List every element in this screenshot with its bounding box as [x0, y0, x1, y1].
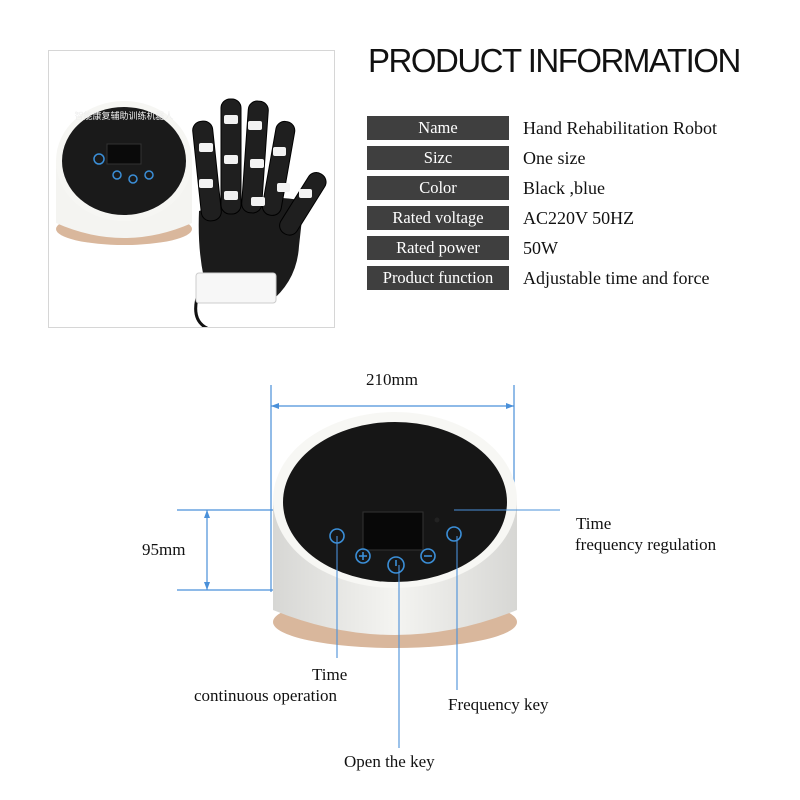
- spec-key-rated-voltage: Rated voltage: [367, 206, 509, 230]
- spec-value-rated-power: 50W: [523, 238, 558, 258]
- width-dimension-label: 210mm: [366, 370, 418, 389]
- plus-icon: [112, 170, 122, 180]
- spec-key-color: Color: [367, 176, 509, 200]
- plus-icon: [355, 548, 371, 564]
- spec-row: Sizc One size: [367, 146, 787, 170]
- minus-icon: [420, 548, 436, 564]
- callout-open-key: Open the key: [344, 752, 435, 771]
- spec-key-rated-power: Rated power: [367, 236, 509, 260]
- robot-glove-illustration: 智能康复辅助训练机器人: [56, 98, 327, 327]
- spec-row: Color Black ,blue: [367, 176, 787, 200]
- device-diagram: 210mm 95mm Time frequency regulation Tim…: [0, 360, 800, 800]
- spec-value-name: Hand Rehabilitation Robot: [523, 118, 717, 138]
- spec-row: Name Hand Rehabilitation Robot: [367, 116, 787, 140]
- spec-value-color: Black ,blue: [523, 178, 605, 198]
- spec-key-size: Sizc: [367, 146, 509, 170]
- spec-row: Rated voltage AC220V 50HZ: [367, 206, 787, 230]
- timer-icon: [93, 153, 105, 165]
- spec-value-product-function: Adjustable time and force: [523, 268, 710, 288]
- power-icon: [128, 174, 138, 184]
- spec-value-size: One size: [523, 148, 586, 168]
- spec-value-rated-voltage: AC220V 50HZ: [523, 208, 635, 228]
- spec-row: Rated power 50W: [367, 236, 787, 260]
- callout-time-continuous-desc: continuous operation: [194, 686, 338, 705]
- page-title: PRODUCT INFORMATION: [368, 42, 741, 79]
- callout-time-frequency-desc: frequency regulation: [575, 535, 717, 554]
- spec-key-product-function: Product function: [367, 266, 509, 290]
- device-screen-label: 智能康复辅助训练机器人: [74, 110, 173, 122]
- callout-time-continuous-title: Time: [312, 665, 348, 684]
- minus-icon: [144, 170, 154, 180]
- spec-row: Product function Adjustable time and for…: [367, 266, 787, 290]
- height-dimension-label: 95mm: [142, 540, 186, 559]
- callout-frequency-key: Frequency key: [448, 695, 549, 714]
- product-photo: 智能康复辅助训练机器人: [48, 50, 335, 328]
- power-icon: [387, 556, 405, 574]
- lcd-screen: [362, 511, 424, 551]
- device-illustration: [177, 385, 560, 748]
- frequency-icon: [446, 526, 462, 542]
- spec-table: Name Hand Rehabilitation Robot Sizc One …: [367, 116, 787, 296]
- callout-time-frequency-title: Time: [576, 514, 612, 533]
- spec-key-name: Name: [367, 116, 509, 140]
